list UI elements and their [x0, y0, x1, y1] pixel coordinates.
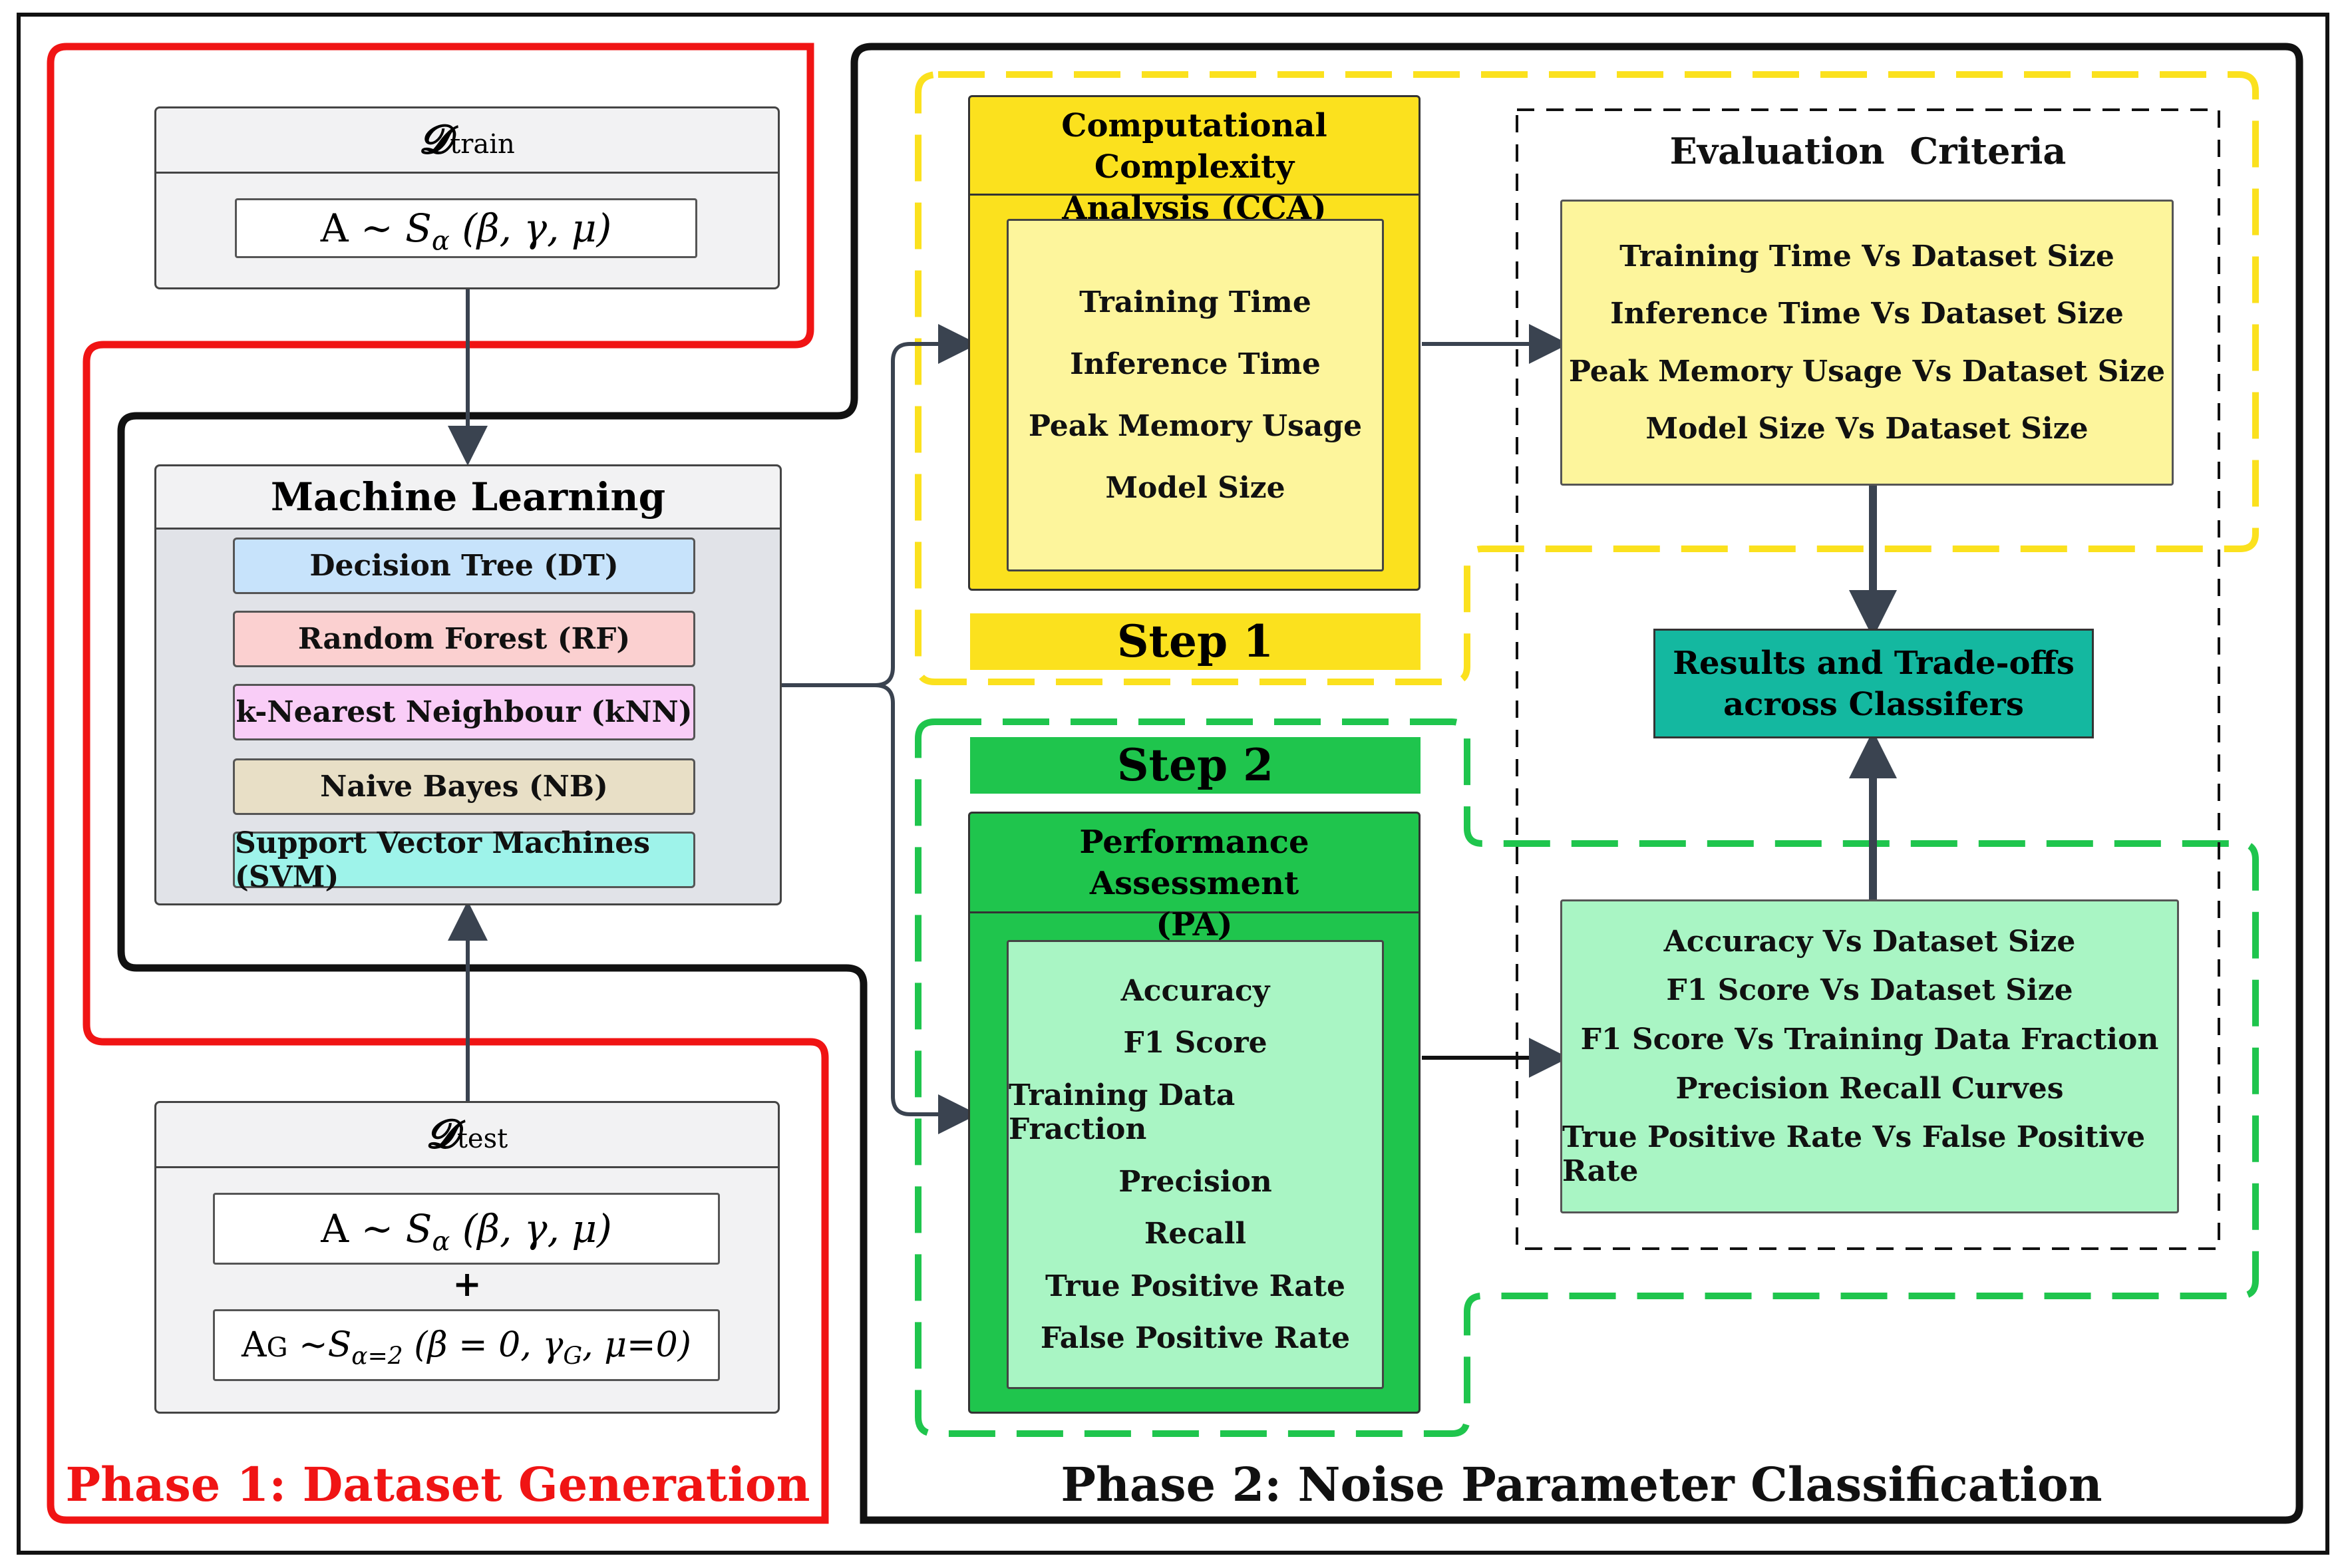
pa-metric: Precision: [1118, 1164, 1272, 1199]
phase2-outline: [117, 43, 2303, 1524]
pa-criteria-box: Accuracy Vs Dataset Size F1 Score Vs Dat…: [1560, 899, 2179, 1213]
cca-criterion: Model Size Vs Dataset Size: [1645, 411, 2089, 446]
dtrain-subscript: train: [450, 129, 515, 160]
dtest-panel: 𝓓test A ~ Sα (β, γ, μ) + AG ~Sα=2 (β = 0…: [154, 1101, 780, 1414]
cca-criteria-box: Training Time Vs Dataset Size Inference …: [1560, 200, 2174, 486]
pa-criterion: True Positive Rate Vs False Positive Rat…: [1562, 1120, 2146, 1189]
pa-criterion: F1 Score Vs Training Data Fraction: [1580, 1022, 2159, 1056]
step1-label: Step 1: [970, 613, 1421, 670]
dtest-formula: A ~ Sα (β, γ, μ): [213, 1193, 720, 1265]
evaluation-outline: [1516, 108, 2220, 1250]
cca-metric: Peak Memory Usage: [1028, 409, 1363, 443]
pa-criterion: Accuracy Vs Dataset Size: [1663, 924, 2076, 959]
phase1-outline: [47, 43, 829, 1524]
classifier-decision-tree: Decision Tree (DT): [233, 538, 695, 594]
classifier-svm: Support Vector Machines (SVM): [233, 826, 695, 894]
classifiers-title: Machine Learning Classifiers: [156, 466, 780, 581]
dtrain-formula: A ~ Sα (β, γ, μ): [235, 198, 697, 258]
step2-label: Step 2: [970, 737, 1421, 794]
dtest-subscript: test: [456, 1124, 508, 1154]
dtest-formula-gaussian: AG ~Sα=2 (β = 0, γG, μ=0): [213, 1309, 720, 1381]
classifier-naive-bayes: Naive Bayes (NB): [233, 758, 695, 815]
cca-criterion: Inference Time Vs Dataset Size: [1610, 297, 2124, 331]
pa-metric: True Positive Rate: [1045, 1269, 1346, 1303]
pa-metrics: Accuracy F1 Score Training Data Fraction…: [1007, 940, 1384, 1389]
dtrain-symbol: 𝓓: [419, 116, 450, 163]
classifier-random-forest: Random Forest (RF): [233, 611, 695, 667]
pa-title: Performance Assessment (PA): [970, 814, 1419, 943]
classifier-knn: k-Nearest Neighbour (kNN): [233, 684, 695, 740]
cca-metrics: Training Time Inference Time Peak Memory…: [1007, 219, 1384, 571]
results-box: Results and Trade-offs across Classifers: [1653, 629, 2094, 738]
pa-metric: F1 Score: [1123, 1026, 1267, 1060]
dtrain-header: 𝓓train: [156, 108, 778, 174]
pa-criterion: F1 Score Vs Dataset Size: [1666, 973, 2073, 1008]
phase1-title: Phase 1: Dataset Generation: [65, 1457, 810, 1512]
pa-metric: Recall: [1144, 1217, 1247, 1251]
arrow-classifiers-to-cca: [782, 324, 978, 687]
step1-outline: [915, 71, 2259, 685]
cca-panel: Computational Complexity Analysis (CCA) …: [968, 95, 1421, 591]
dtest-header: 𝓓test: [156, 1103, 778, 1168]
pa-metric: Training Data Fraction: [1009, 1078, 1236, 1146]
arrow-classifiers-to-pa: [874, 683, 978, 1134]
cca-metric: Model Size: [1105, 471, 1285, 505]
cca-criterion: Peak Memory Usage Vs Dataset Size: [1568, 354, 2166, 389]
dtest-plus: +: [452, 1264, 482, 1305]
evaluation-title: Evaluation Criteria: [1669, 130, 2067, 172]
dtrain-panel: 𝓓train A ~ Sα (β, γ, μ): [154, 106, 780, 289]
cca-metric: Training Time: [1079, 285, 1311, 319]
pa-panel: Performance Assessment (PA) Accuracy F1 …: [968, 812, 1421, 1414]
pa-criterion: Precision Recall Curves: [1675, 1071, 2064, 1106]
phase2-title: Phase 2: Noise Parameter Classification: [1061, 1457, 2102, 1512]
dtest-symbol: 𝓓: [426, 1111, 457, 1158]
cca-metric: Inference Time: [1070, 347, 1321, 381]
outer-frame: [17, 13, 2329, 1555]
cca-title: Computational Complexity Analysis (CCA): [970, 97, 1419, 227]
cca-criterion: Training Time Vs Dataset Size: [1619, 239, 2114, 274]
pa-metric: False Positive Rate: [1040, 1321, 1351, 1356]
step2-outline: [915, 718, 2259, 1437]
pa-metric: Accuracy: [1120, 973, 1270, 1008]
